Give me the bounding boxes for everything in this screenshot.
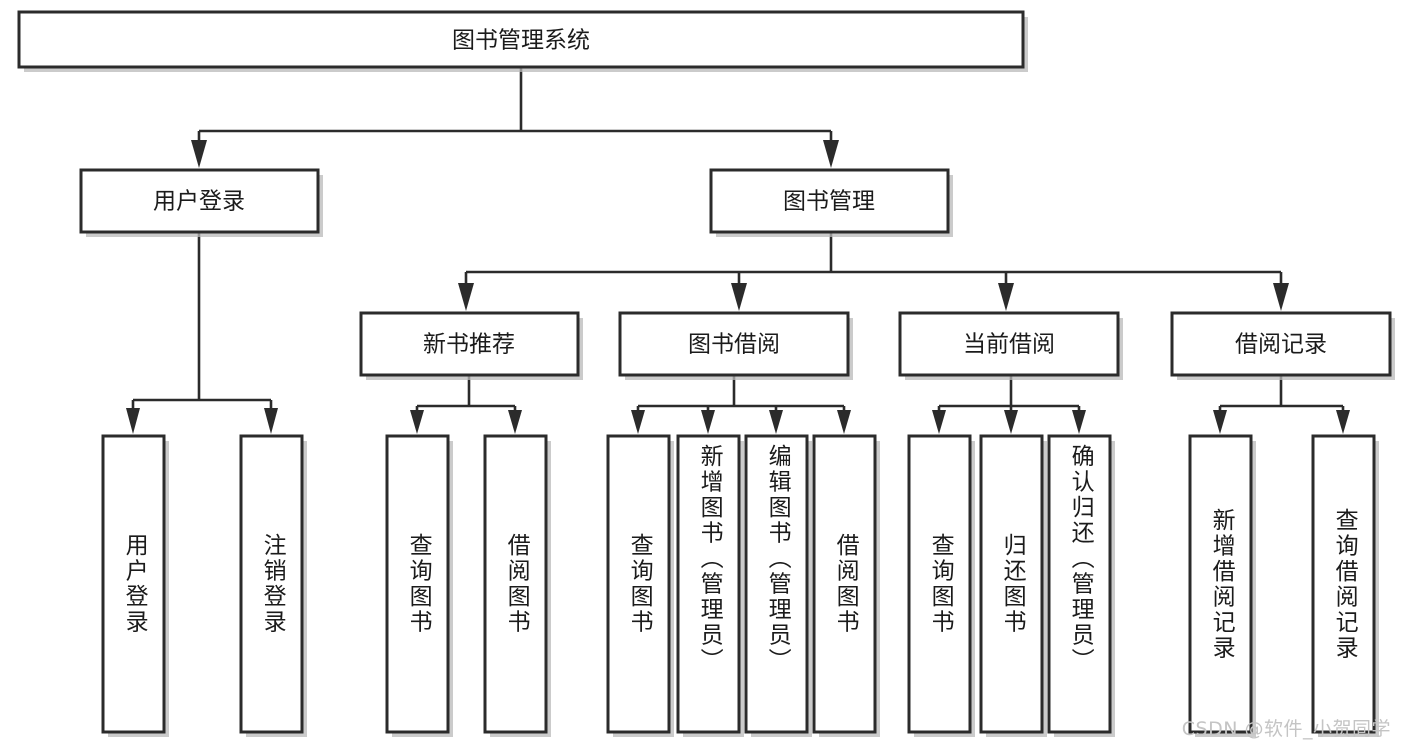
node-leaf-user-login[interactable] bbox=[101, 434, 169, 737]
node-leaf-confirm-return-admin[interactable] bbox=[1047, 434, 1115, 737]
node-leaf-query-borrow-record-box[interactable] bbox=[1311, 434, 1376, 734]
node-root-box[interactable] bbox=[17, 10, 1025, 69]
connector-group-current-borrow-to-leaves bbox=[932, 375, 1086, 434]
node-borrow-record-label: 借阅记录 bbox=[1235, 332, 1327, 358]
node-leaf-add-borrow-record-box[interactable] bbox=[1188, 434, 1253, 734]
arrowhead-leaf-add-book-admin bbox=[701, 410, 715, 434]
node-leaf-query-book-1-box[interactable] bbox=[385, 434, 450, 734]
node-book-borrow[interactable]: 图书借阅 bbox=[618, 311, 853, 380]
node-current-borrow[interactable]: 当前借阅 bbox=[898, 311, 1123, 380]
node-leaf-query-book-3[interactable] bbox=[907, 434, 975, 737]
arrowhead-leaf-query-book-3 bbox=[932, 410, 946, 434]
node-leaf-query-book-1[interactable] bbox=[385, 434, 453, 737]
connector-group-borrow-record-to-leaves bbox=[1213, 375, 1350, 434]
node-leaf-logout-login-box[interactable] bbox=[239, 434, 304, 734]
arrowhead-leaf-logout-login bbox=[264, 408, 278, 434]
arrowhead-leaf-add-borrow-record bbox=[1213, 410, 1227, 434]
node-new-book-recommend-label: 新书推荐 bbox=[423, 332, 515, 358]
node-new-book-recommend[interactable]: 新书推荐 bbox=[359, 311, 583, 380]
node-leaf-edit-book-admin-box[interactable] bbox=[744, 434, 809, 734]
node-leaf-add-borrow-record[interactable] bbox=[1188, 434, 1256, 737]
node-leaf-logout-login[interactable] bbox=[239, 434, 307, 737]
connector-group-user-login-to-leaves bbox=[126, 232, 278, 434]
node-book-borrow-box[interactable] bbox=[618, 311, 850, 377]
node-current-borrow-label: 当前借阅 bbox=[963, 332, 1055, 358]
arrowhead-leaf-return-book bbox=[1004, 410, 1018, 434]
arrowhead-user-login bbox=[191, 140, 207, 168]
node-book-manage[interactable]: 图书管理 bbox=[709, 168, 953, 237]
node-new-book-recommend-box[interactable] bbox=[359, 311, 580, 377]
csdn-watermark: CSDN @软件_小贺同学 bbox=[1181, 718, 1391, 740]
node-user-login[interactable]: 用户登录 bbox=[79, 168, 323, 237]
node-leaf-borrow-book-1[interactable] bbox=[483, 434, 551, 737]
node-current-borrow-box[interactable] bbox=[898, 311, 1120, 377]
node-root-label: 图书管理系统 bbox=[452, 28, 590, 54]
node-leaf-borrow-book-1-box[interactable] bbox=[483, 434, 548, 734]
node-leaf-confirm-return-admin-box[interactable] bbox=[1047, 434, 1112, 734]
arrowhead-book-manage bbox=[823, 140, 839, 168]
arrowhead-leaf-borrow-book-2 bbox=[837, 410, 851, 434]
arrowhead-leaf-edit-book-admin bbox=[769, 410, 783, 434]
node-borrow-record-box[interactable] bbox=[1170, 311, 1392, 377]
arrowhead-leaf-query-borrow-record bbox=[1336, 410, 1350, 434]
node-book-manage-label: 图书管理 bbox=[783, 189, 875, 215]
node-leaf-return-book[interactable] bbox=[979, 434, 1047, 737]
arrowhead-current-borrow bbox=[998, 283, 1014, 311]
arrowhead-leaf-query-book-2 bbox=[631, 410, 645, 434]
arrowhead-new-book-recommend bbox=[458, 283, 474, 311]
arrowhead-leaf-confirm-return-admin bbox=[1072, 410, 1086, 434]
node-root[interactable]: 图书管理系统 bbox=[17, 10, 1028, 72]
node-user-login-box[interactable] bbox=[79, 168, 320, 234]
node-leaf-borrow-book-2-box[interactable] bbox=[812, 434, 877, 734]
node-leaf-user-login-box[interactable] bbox=[101, 434, 166, 734]
arrowhead-leaf-borrow-book-1 bbox=[508, 410, 522, 434]
node-leaf-edit-book-admin[interactable] bbox=[744, 434, 812, 737]
node-leaf-add-book-admin-box[interactable] bbox=[676, 434, 741, 734]
node-user-login-label: 用户登录 bbox=[153, 189, 245, 215]
arrowhead-leaf-user-login bbox=[126, 408, 140, 434]
node-leaf-query-borrow-record[interactable] bbox=[1311, 434, 1379, 737]
node-leaf-query-book-2-box[interactable] bbox=[606, 434, 671, 734]
node-leaf-return-book-box[interactable] bbox=[979, 434, 1044, 734]
arrowhead-leaf-query-book-1 bbox=[410, 410, 424, 434]
connector-group-book-borrow-to-leaves bbox=[631, 375, 851, 434]
connector-group-book-manage-to-level3 bbox=[458, 232, 1289, 311]
connector-group-new-book-to-leaves bbox=[410, 375, 522, 434]
connector-group-root-to-level2 bbox=[191, 67, 839, 168]
node-leaf-add-book-admin[interactable] bbox=[676, 434, 744, 737]
arrowhead-borrow-record bbox=[1273, 283, 1289, 311]
node-leaf-query-book-3-box[interactable] bbox=[907, 434, 972, 734]
node-leaf-query-book-2[interactable] bbox=[606, 434, 674, 737]
node-book-borrow-label: 图书借阅 bbox=[688, 332, 780, 358]
node-leaf-borrow-book-2[interactable] bbox=[812, 434, 880, 737]
node-borrow-record[interactable]: 借阅记录 bbox=[1170, 311, 1395, 380]
arrowhead-book-borrow bbox=[731, 283, 747, 311]
node-book-manage-box[interactable] bbox=[709, 168, 950, 234]
